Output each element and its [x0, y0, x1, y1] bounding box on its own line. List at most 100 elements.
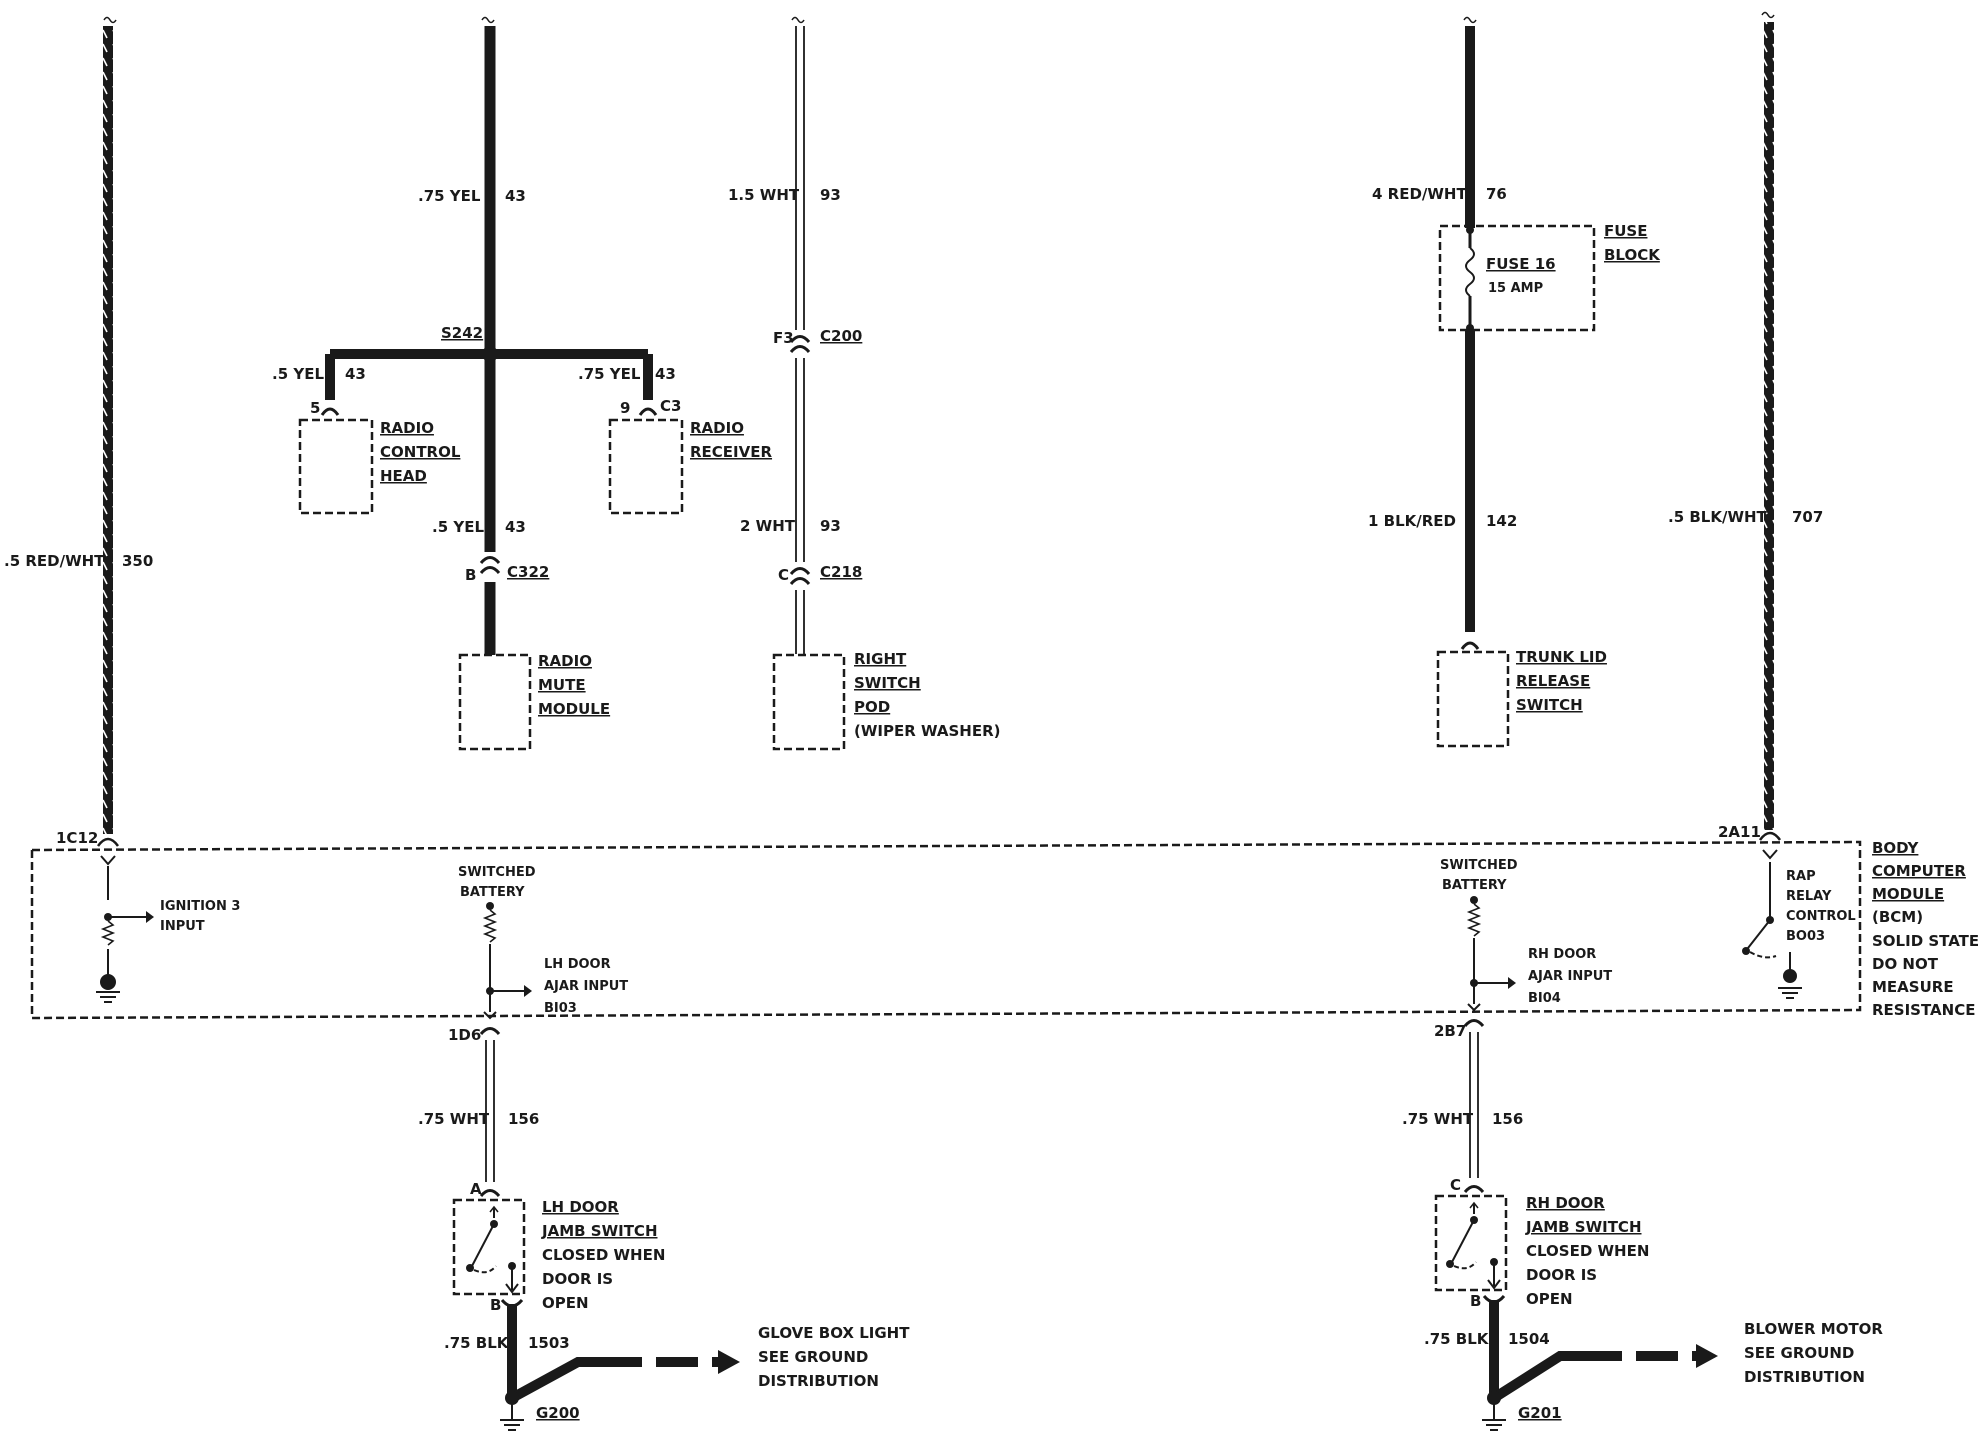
bcm-line1: BODY	[1872, 839, 1920, 857]
trunk-lid-release-switch: TRUNK LID RELEASE SWITCH	[1436, 648, 1607, 748]
radio-mute-module-line2: MUTE	[538, 676, 586, 694]
bcm-line7: MEASURE	[1872, 978, 1954, 996]
connector-2a11: 2A11	[1718, 823, 1761, 841]
connector-c-c218: C	[778, 566, 789, 584]
wire-1504-gauge: .75 BLK	[1424, 1330, 1490, 1348]
wire-93-low-circuit: 93	[820, 517, 841, 535]
connector-9: 9	[620, 399, 630, 417]
rh-ajar-line2: AJAR INPUT	[1528, 969, 1612, 984]
radio-mute-module-line1: RADIO	[538, 652, 592, 670]
glove-box-line3: DISTRIBUTION	[758, 1372, 879, 1390]
wire-156-r-gauge: .75 WHT	[1402, 1110, 1474, 1128]
fuse-element	[1465, 247, 1475, 297]
trunk-lid-line2: RELEASE	[1516, 672, 1590, 690]
ignition-line2: INPUT	[160, 919, 205, 934]
wire-76-142: 4 RED/WHT 76 1 BLK/RED 142	[1368, 16, 1517, 650]
splice-label: S242	[441, 324, 483, 342]
wire-43: .75 YEL 43 S242 .5 YEL 43 .75 YEL 43 5 9…	[272, 16, 681, 655]
right-switch-pod-line1: RIGHT	[854, 650, 907, 668]
connector-1d6: 1D6	[448, 1026, 481, 1044]
wire-43-right-gauge: .75 YEL	[578, 365, 641, 383]
radio-mute-module-line3: MODULE	[538, 700, 610, 718]
lh-jamb-line5: OPEN	[542, 1294, 589, 1312]
wire-156-l-circuit: 156	[508, 1110, 539, 1128]
connector-b-c322: B	[465, 566, 476, 584]
wire-142-circuit: 142	[1486, 512, 1517, 530]
rh-ajar-line1: RH DOOR	[1528, 947, 1596, 962]
switched-battery-right-line1: SWITCHED	[1440, 858, 1518, 873]
ignition-line1: IGNITION 3	[160, 899, 240, 914]
wire-707-gauge: .5 BLK/WHT	[1668, 508, 1768, 526]
bcm-line5: SOLID STATE	[1872, 932, 1978, 950]
wire-156-r-circuit: 156	[1492, 1110, 1523, 1128]
wire-43-low-circuit: 43	[505, 518, 526, 536]
bcm-line3: MODULE	[1872, 885, 1944, 903]
wire-43-low-gauge: .5 YEL	[432, 518, 484, 536]
wire-43-left-circuit: 43	[345, 365, 366, 383]
connector-c3: C3	[660, 397, 681, 415]
rh-jamb-line5: OPEN	[1526, 1290, 1573, 1308]
wire-350: .5 RED/WHT 350 1C12	[4, 16, 153, 866]
wire-43-left-gauge: .5 YEL	[272, 365, 324, 383]
connector-1c12: 1C12	[56, 829, 98, 847]
blower-motor-line2: SEE GROUND	[1744, 1344, 1854, 1362]
connector-rh-c: C	[1450, 1176, 1461, 1194]
lh-ajar-line2: AJAR INPUT	[544, 979, 628, 994]
lh-jamb-circuit: 1D6 .75 WHT 156 A LH DOOR JAMB SWITCH CL…	[418, 1011, 910, 1431]
glove-box-line2: SEE GROUND	[758, 1348, 868, 1366]
connector-c200: C200	[820, 327, 862, 345]
rh-ajar-line3: BI04	[1528, 991, 1561, 1006]
connector-lh-a: A	[470, 1180, 482, 1198]
radio-control-head-line3: HEAD	[380, 467, 427, 485]
radio-control-head: RADIO CONTROL HEAD	[298, 418, 461, 515]
lh-jamb-line4: DOOR IS	[542, 1270, 613, 1288]
wire-1503-circuit: 1503	[528, 1334, 570, 1352]
lh-jamb-line3: CLOSED WHEN	[542, 1246, 665, 1264]
fuse-rating: 15 AMP	[1488, 281, 1543, 296]
fuse-block-line1: FUSE	[1604, 222, 1647, 240]
right-switch-pod-line4: (WIPER WASHER)	[854, 722, 1000, 740]
rh-jamb-line4: DOOR IS	[1526, 1266, 1597, 1284]
ground-g200: G200	[536, 1404, 580, 1422]
trunk-lid-line1: TRUNK LID	[1516, 648, 1607, 666]
bcm-lh-door-ajar: SWITCHED BATTERY LH DOOR AJAR INPUT BI03	[458, 865, 628, 1016]
right-switch-pod: RIGHT SWITCH POD (WIPER WASHER)	[772, 650, 1000, 751]
bcm-line8: RESISTANCE	[1872, 1001, 1975, 1019]
radio-receiver: RADIO RECEIVER	[608, 418, 772, 515]
wire-93: 1.5 WHT 93 F3 C200 2 WHT 93 C C218	[728, 16, 862, 654]
connector-2b7: 2B7	[1434, 1022, 1466, 1040]
bcm-line2: COMPUTER	[1872, 862, 1966, 880]
rap-line2: RELAY	[1786, 889, 1832, 904]
connector-c218: C218	[820, 563, 862, 581]
blower-motor-line1: BLOWER MOTOR	[1744, 1320, 1883, 1338]
right-switch-pod-line3: POD	[854, 698, 890, 716]
fuse-block-line2: BLOCK	[1604, 246, 1661, 264]
trunk-lid-line3: SWITCH	[1516, 696, 1583, 714]
rh-jamb-line2: JAMB SWITCH	[1525, 1218, 1642, 1236]
blower-motor-line3: DISTRIBUTION	[1744, 1368, 1865, 1386]
wire-142-gauge: 1 BLK/RED	[1368, 512, 1456, 530]
connector-f3: F3	[773, 329, 794, 347]
fuse-name: FUSE 16	[1486, 255, 1556, 273]
rh-jamb-line1: RH DOOR	[1526, 1194, 1605, 1212]
lh-ajar-line1: LH DOOR	[544, 957, 611, 972]
switched-battery-left-line2: BATTERY	[460, 885, 525, 900]
connector-lh-b: B	[490, 1296, 501, 1314]
radio-mute-module: RADIO MUTE MODULE	[458, 652, 610, 751]
bcm-line4: (BCM)	[1872, 908, 1923, 926]
glove-box-line1: GLOVE BOX LIGHT	[758, 1324, 910, 1342]
switched-battery-right-line2: BATTERY	[1442, 878, 1507, 893]
wire-76-gauge: 4 RED/WHT	[1372, 185, 1467, 203]
wire-43-right-circuit: 43	[655, 365, 676, 383]
wire-93-up-gauge: 1.5 WHT	[728, 186, 800, 204]
wire-707: .5 BLK/WHT 707 2A11	[1668, 11, 1823, 860]
connector-c322: C322	[507, 563, 549, 581]
radio-receiver-line1: RADIO	[690, 419, 744, 437]
bcm-ignition-input: IGNITION 3 INPUT	[96, 866, 240, 1003]
wire-76-circuit: 76	[1486, 185, 1507, 203]
rh-jamb-circuit: 2B7 .75 WHT 156 C RH DOOR JAMB SWITCH CL…	[1402, 1003, 1883, 1431]
wire-707-circuit: 707	[1792, 508, 1823, 526]
fuse-block: FUSE 16 15 AMP FUSE BLOCK	[1438, 222, 1661, 332]
wire-350-gauge: .5 RED/WHT	[4, 552, 105, 570]
